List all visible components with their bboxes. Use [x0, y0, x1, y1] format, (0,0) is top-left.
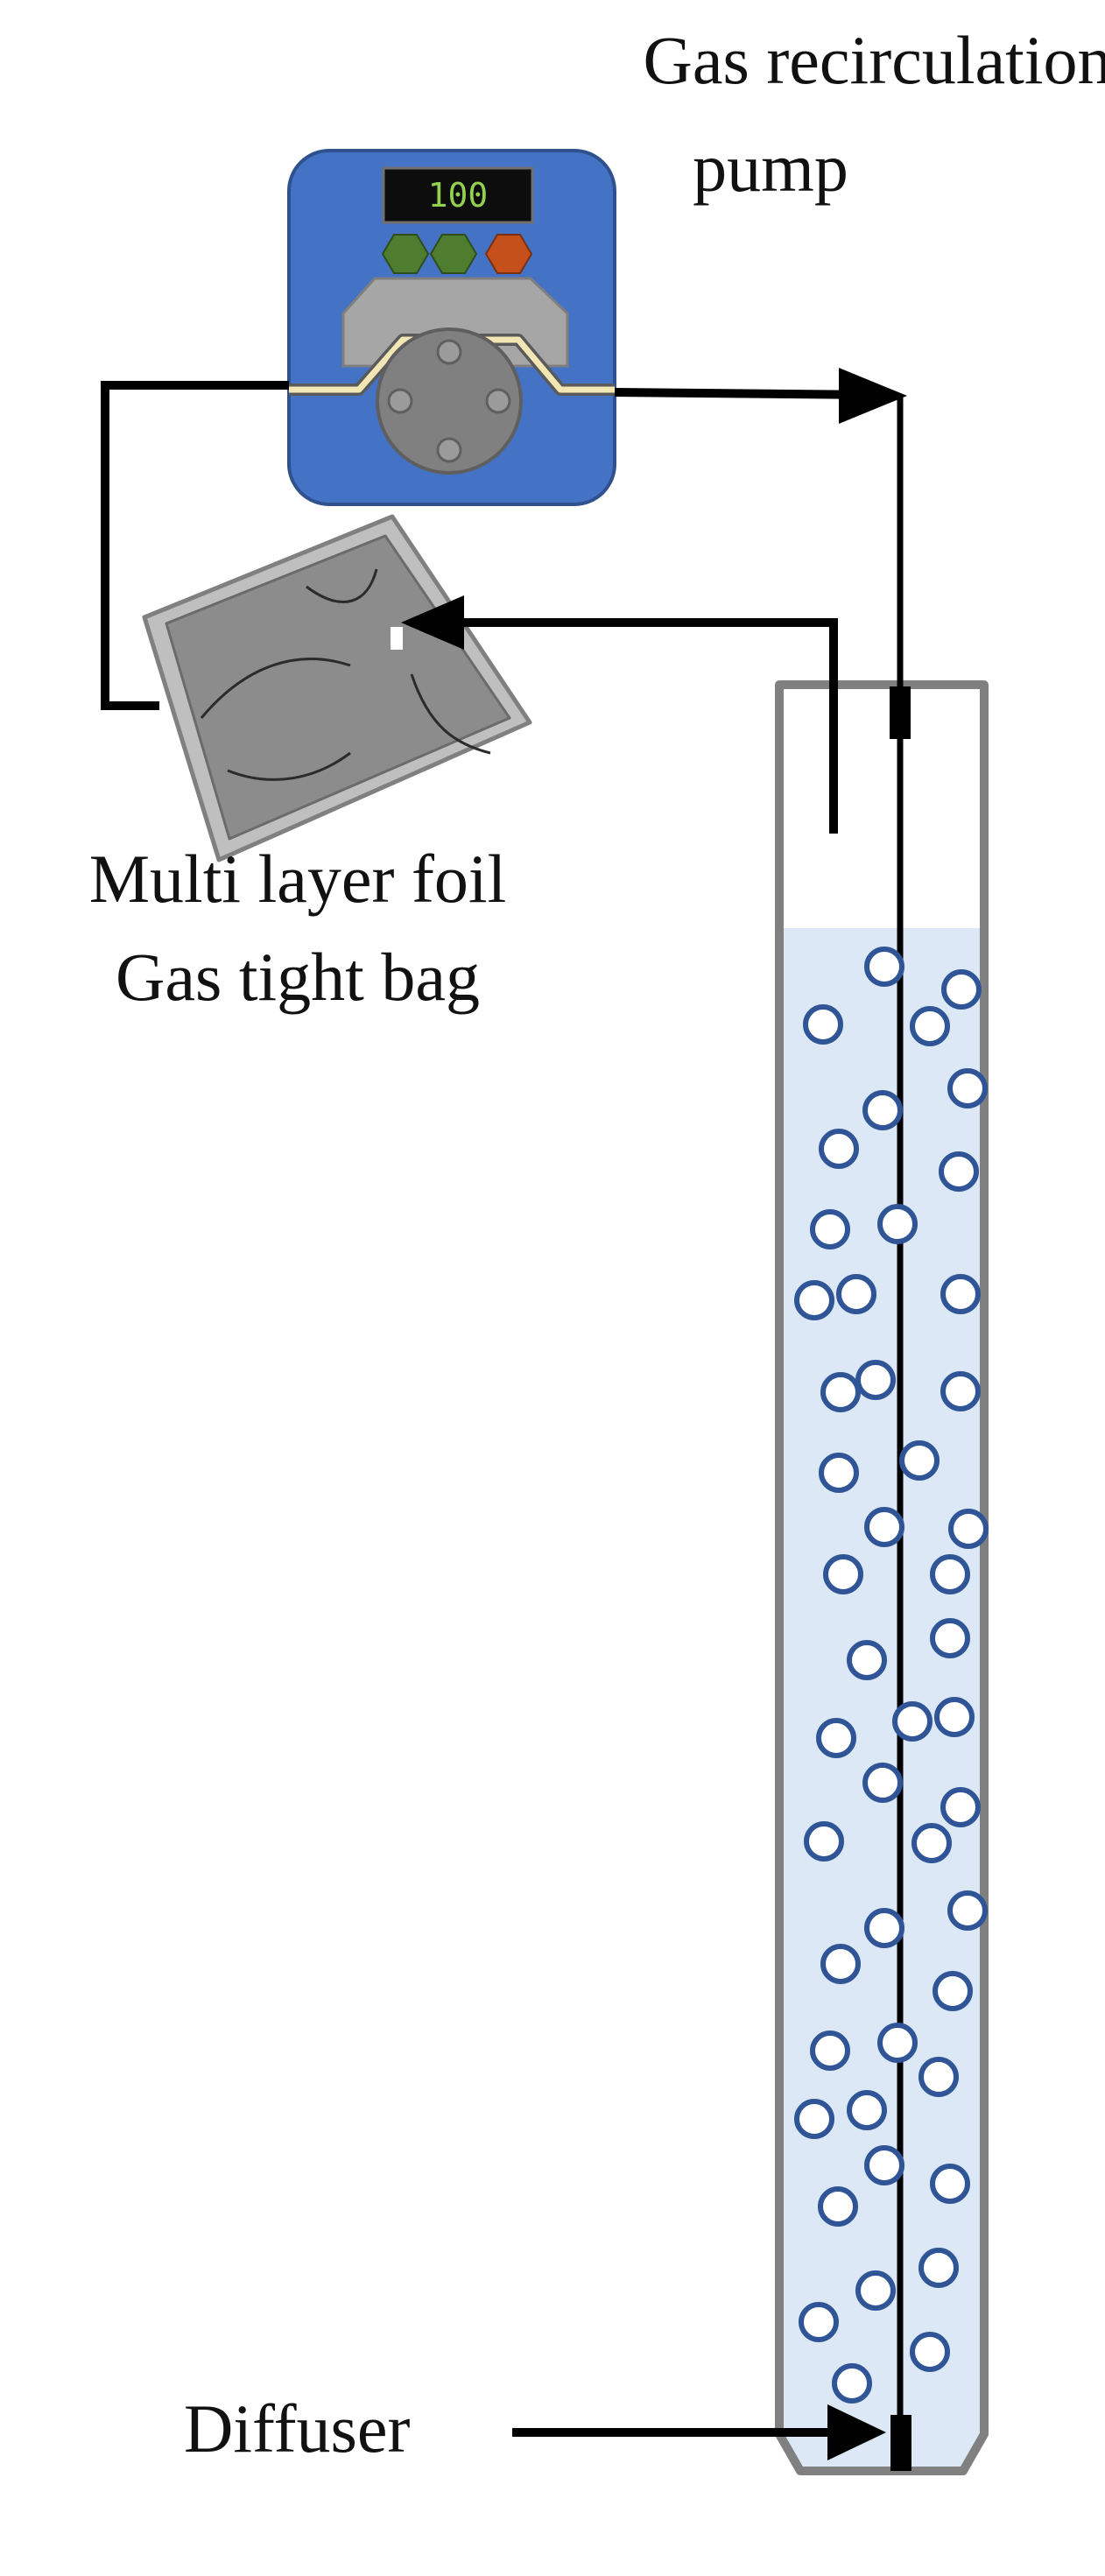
gas-bubble — [819, 1453, 859, 1493]
pump-outlet-line — [614, 388, 876, 399]
gas-bubble — [864, 1908, 904, 1948]
gas-bubble — [819, 1129, 859, 1169]
bag-label-line2: Gas tight bag — [116, 939, 480, 1015]
pump-button-1[interactable] — [381, 234, 430, 274]
gas-bubble — [810, 2031, 850, 2071]
gas-bubble — [940, 1787, 981, 1827]
gas-bubble — [930, 1618, 970, 1658]
gas-bubble — [864, 2145, 904, 2185]
gas-bubbles — [794, 947, 989, 2404]
diffuser-label: Diffuser — [184, 2390, 411, 2467]
gas-bubble — [877, 2023, 918, 2063]
gas-bubble — [816, 1718, 856, 1758]
gas-bubble — [820, 1372, 861, 1412]
gas-bubble — [930, 1554, 970, 1594]
pump-display — [382, 166, 534, 224]
gas-bubble — [940, 1371, 981, 1411]
gas-bubble — [855, 2270, 896, 2311]
gas-bubble — [820, 1944, 861, 1984]
gas-bubble — [794, 2099, 834, 2139]
gas-bubble — [947, 1890, 988, 1931]
column-inlet-fitting — [890, 686, 911, 739]
gas-bubble — [948, 1509, 989, 1549]
gas-bubble — [832, 2363, 872, 2404]
peristaltic-pump: 100 — [287, 149, 616, 506]
bag-label-line1: Multi layer foil — [89, 841, 507, 917]
gas-bubble — [799, 2302, 839, 2342]
gas-bubble — [933, 1971, 973, 2011]
bag-valve — [391, 627, 403, 650]
gas-lines — [101, 368, 911, 2471]
gas-bubble — [892, 1701, 933, 1742]
gas-bubble — [940, 1274, 981, 1314]
gas-bubble — [855, 1360, 896, 1400]
pump-label-line2: pump — [693, 130, 848, 206]
gas-bubble — [847, 2090, 887, 2130]
gas-bubble — [918, 2057, 959, 2097]
gas-bubble — [803, 1004, 843, 1045]
gas-bubble — [899, 1440, 940, 1481]
pump-button-3[interactable] — [484, 234, 533, 274]
gas-bubble — [864, 1507, 904, 1547]
gas-bubble — [877, 1204, 918, 1244]
gas-bubble — [810, 1209, 850, 1249]
gas-bubble — [823, 1554, 863, 1594]
headspace-return-line — [448, 618, 838, 834]
gas-bubble — [947, 1068, 988, 1109]
pump-display-value: 100 — [428, 176, 489, 215]
gas-bubble — [862, 1763, 903, 1803]
gas-bubble — [864, 947, 904, 987]
headspace-return-arrow — [401, 595, 464, 650]
pump-button-2[interactable] — [429, 234, 478, 274]
gas-bubble — [818, 2186, 858, 2227]
pump-label-line1: Gas recirculation — [644, 22, 1105, 98]
gas-bubble — [911, 1823, 952, 1863]
gas-bubble — [836, 1274, 876, 1314]
gas-bubble — [939, 1151, 979, 1192]
gas-bubble — [804, 1821, 844, 1862]
bag-to-pump-line — [101, 381, 289, 710]
gas-bubble — [910, 1006, 950, 1046]
gas-bubble — [930, 2164, 970, 2204]
gas-bubble — [934, 1697, 975, 1737]
gas-bubble — [794, 1280, 834, 1320]
diffuser — [890, 2415, 911, 2471]
pump-rotor — [376, 327, 523, 475]
gas-bubble — [862, 1090, 903, 1130]
gas-bubble — [918, 2248, 959, 2288]
gas-bubble — [847, 1640, 887, 1680]
pump-outlet-arrow — [839, 368, 907, 424]
gas-bubble — [941, 969, 982, 1010]
gas-bubble — [910, 2332, 950, 2372]
gas-tight-bag — [142, 514, 532, 862]
diffuser-pointer-arrow — [827, 2404, 886, 2460]
